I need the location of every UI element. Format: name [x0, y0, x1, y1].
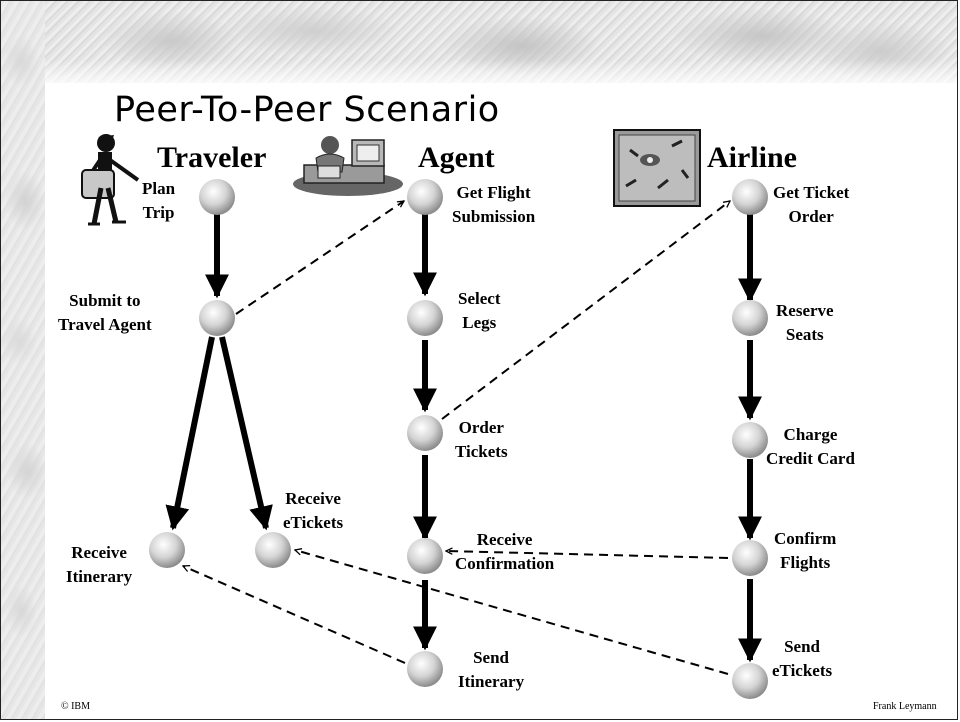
copyright-footer: © IBM: [61, 701, 90, 712]
agent-icon: [293, 136, 403, 196]
node-receive-etickets: [255, 532, 291, 568]
node-get-ticket-order: [732, 179, 768, 215]
node-confirm-flights: [732, 540, 768, 576]
airline-icon: [613, 129, 701, 207]
lane-heading-agent: Agent: [418, 141, 495, 174]
lane-heading-airline: Airline: [707, 141, 797, 174]
node-send-etickets: [732, 663, 768, 699]
decorative-left-strip: [1, 1, 45, 720]
node-order-tickets: [407, 415, 443, 451]
node-submit-to-travel-agent: [199, 300, 235, 336]
control-flow-arrows: [165, 212, 762, 663]
node-charge-credit-card: [732, 422, 768, 458]
node-select-legs: [407, 300, 443, 336]
traveler-icon: [81, 134, 140, 226]
node-send-itinerary: [407, 651, 443, 687]
author-footer: Frank Leymann: [873, 701, 937, 712]
node-reserve-seats: [732, 300, 768, 336]
node-receive-confirmation: [407, 538, 443, 574]
node-get-flight-submission: [407, 179, 443, 215]
node-receive-itinerary: [149, 532, 185, 568]
message-flow-arrows: [183, 201, 730, 675]
banner-fade: [45, 60, 958, 90]
lane-heading-traveler: Traveler: [157, 141, 267, 174]
slide-title: Peer-To-Peer Scenario: [114, 90, 500, 130]
activity-nodes: [149, 179, 768, 699]
node-plan-trip: [199, 179, 235, 215]
